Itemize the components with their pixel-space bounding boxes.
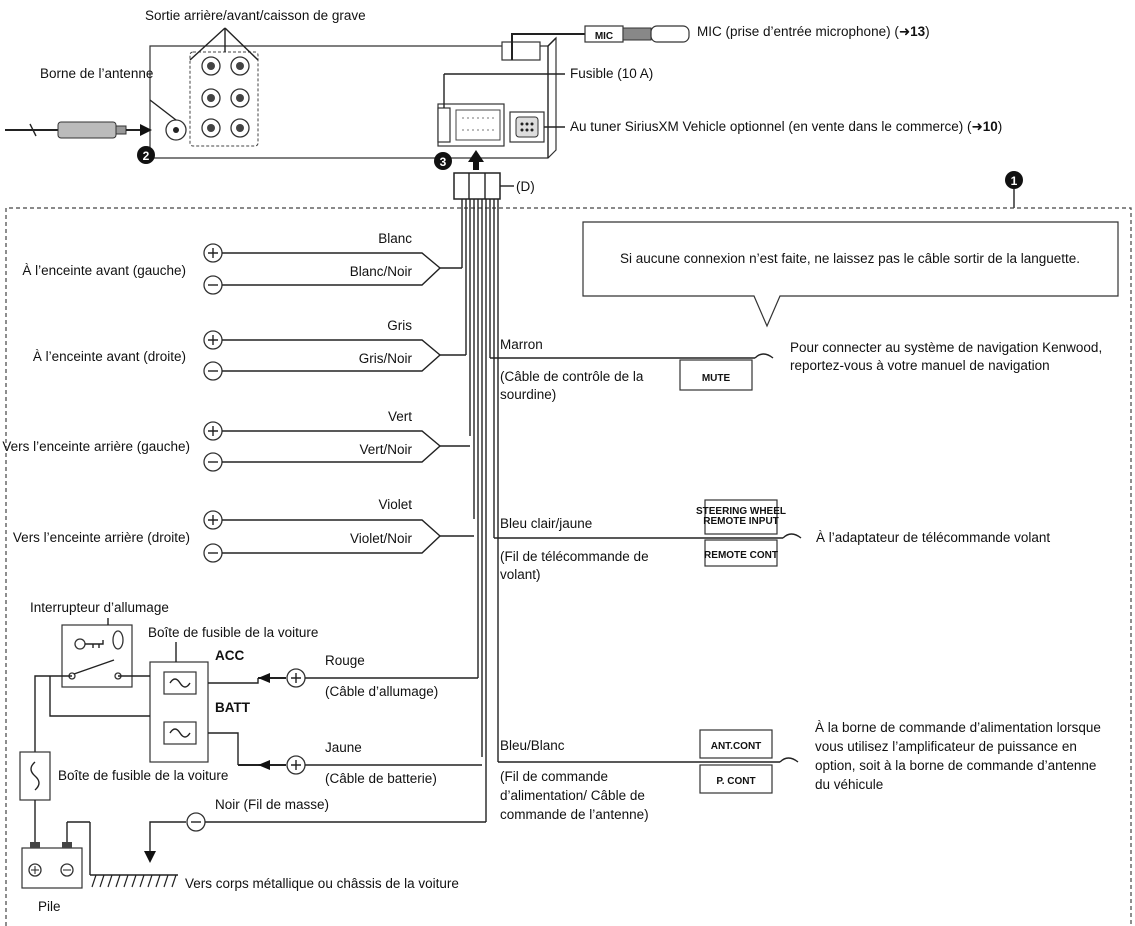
siriusxm-socket [509, 111, 565, 143]
connector-d-label: (D) [516, 179, 535, 194]
mute-desc: (Câble de contrôle de la [500, 369, 644, 384]
pcont-tag-top: ANT.CONT [711, 741, 762, 752]
chassis-label: Vers corps métallique ou châssis de la v… [185, 876, 459, 891]
inline-fuse [19, 751, 51, 848]
mic-plug-text: MIC [595, 31, 613, 42]
mute-target: reportez-vous à votre manuel de navigati… [790, 358, 1050, 373]
marker-2: 2 [137, 146, 155, 164]
speaker-label: Vers l’enceinte arrière (gauche) [2, 439, 190, 454]
speaker-front-right [203, 330, 466, 381]
pcont-tag-bottom: P. CONT [716, 776, 755, 787]
steering-tag-top: REMOTE INPUT [703, 516, 779, 527]
harness-outline [5, 207, 1132, 926]
speaker-front-left [203, 243, 462, 295]
sirius-label: Au tuner SiriusXM Vehicle optionnel (en … [570, 119, 972, 134]
svg-text:MIC (prise d’entrée microphone: MIC (prise d’entrée microphone) (➜13) [697, 24, 930, 39]
ignition-switch-label: Interrupteur d’allumage [30, 600, 169, 615]
pcont-target: À la borne de commande d’alimentation lo… [815, 720, 1101, 735]
marker-3: 3 [434, 150, 484, 170]
marker-1: 1 [1005, 171, 1023, 208]
fuse-label: Fusible (10 A) [570, 66, 653, 81]
harness-connector [437, 73, 565, 147]
yellow-wire-label: Jaune [325, 740, 362, 755]
acc-label: ACC [215, 648, 244, 663]
wire-negative-label: Gris/Noir [359, 351, 413, 366]
pcont-color-label: Bleu/Blanc [500, 738, 565, 753]
pcont-desc: commande de l’antenne) [500, 807, 649, 822]
car-fuse-box [149, 642, 209, 763]
wire-negative-label: Blanc/Noir [350, 264, 413, 279]
pcont-desc: (Fil de commande [500, 769, 608, 784]
steering-color-label: Bleu clair/jaune [500, 516, 592, 531]
wire-positive-label: Violet [378, 497, 412, 512]
pcont-target: du véhicule [815, 777, 883, 792]
speaker-label: À l’enceinte avant (droite) [33, 349, 186, 364]
antenna-plug [5, 121, 152, 139]
wire-positive-label: Vert [388, 409, 412, 424]
ignition-switch [61, 618, 133, 688]
pcont-desc: d’alimentation/ Câble de [500, 788, 645, 803]
ground-chassis [90, 812, 486, 888]
red-wire-desc: (Câble d’allumage) [325, 684, 438, 699]
steering-desc: volant) [500, 567, 541, 582]
svg-text:1: 1 [1011, 174, 1018, 188]
red-wire-label: Rouge [325, 653, 365, 668]
head-unit [149, 27, 585, 159]
mic-label: MIC (prise d’entrée microphone) ( [697, 24, 899, 39]
rca-outputs [189, 27, 259, 147]
mute-desc: sourdine) [500, 387, 556, 402]
mute-tag: MUTE [702, 373, 731, 384]
ground-wire-label: Noir (Fil de masse) [215, 797, 329, 812]
speaker-rear-right [203, 510, 474, 563]
svg-text:3: 3 [440, 155, 447, 169]
pcont-target: option, soit à la borne de commande d’an… [815, 758, 1096, 773]
sirius-ref: 10 [983, 119, 998, 134]
pcont-target: vous utilisez l’amplificateur de puissan… [815, 739, 1077, 754]
steering-tag-bottom: REMOTE CONT [704, 550, 778, 561]
steering-tag-top: STEERING WHEEL [696, 506, 786, 517]
note-callout [582, 221, 1119, 328]
speaker-label: Vers l’enceinte arrière (droite) [13, 530, 190, 545]
steering-wire [494, 499, 802, 567]
fusebox-label: Boîte de fusible de la voiture [148, 625, 318, 640]
pcont-wire [498, 729, 799, 794]
steering-target: À l’adaptateur de télécommande volant [816, 530, 1050, 545]
antenna-socket [149, 99, 187, 141]
wire-negative-label: Violet/Noir [350, 531, 413, 546]
antenna-label: Borne de l’antenne [40, 66, 153, 81]
mute-wire [490, 353, 774, 391]
mic-socket [501, 33, 585, 61]
battery-label: Pile [38, 899, 61, 914]
wire-positive-label: Gris [387, 318, 412, 333]
battery [21, 821, 91, 889]
svg-text:Au tuner SiriusXM Vehicle opti: Au tuner SiriusXM Vehicle optionnel (en … [570, 119, 1002, 134]
mic-ref: 13 [910, 24, 926, 39]
speaker-rear-left [203, 421, 470, 472]
speaker-label: À l’enceinte avant (gauche) [22, 263, 186, 278]
mic-plug: MIC [584, 25, 690, 43]
wire-negative-label: Vert/Noir [359, 442, 412, 457]
fusebox2-label: Boîte de fusible de la voiture [58, 768, 228, 783]
mute-color-label: Marron [500, 337, 543, 352]
wire-bundle [461, 199, 499, 822]
steering-desc: (Fil de télécommande de [500, 549, 649, 564]
mute-target: Pour connecter au système de navigation … [790, 340, 1102, 355]
batt-label: BATT [215, 700, 251, 715]
rear-outputs-label: Sortie arrière/avant/caisson de grave [145, 8, 366, 23]
wire-positive-label: Blanc [378, 231, 412, 246]
ignition-wiring [34, 668, 482, 775]
connector-d [453, 172, 514, 200]
svg-text:2: 2 [143, 149, 150, 163]
note-callout-text: Si aucune connexion n’est faite, ne lais… [620, 251, 1080, 266]
yellow-wire-desc: (Câble de batterie) [325, 771, 437, 786]
